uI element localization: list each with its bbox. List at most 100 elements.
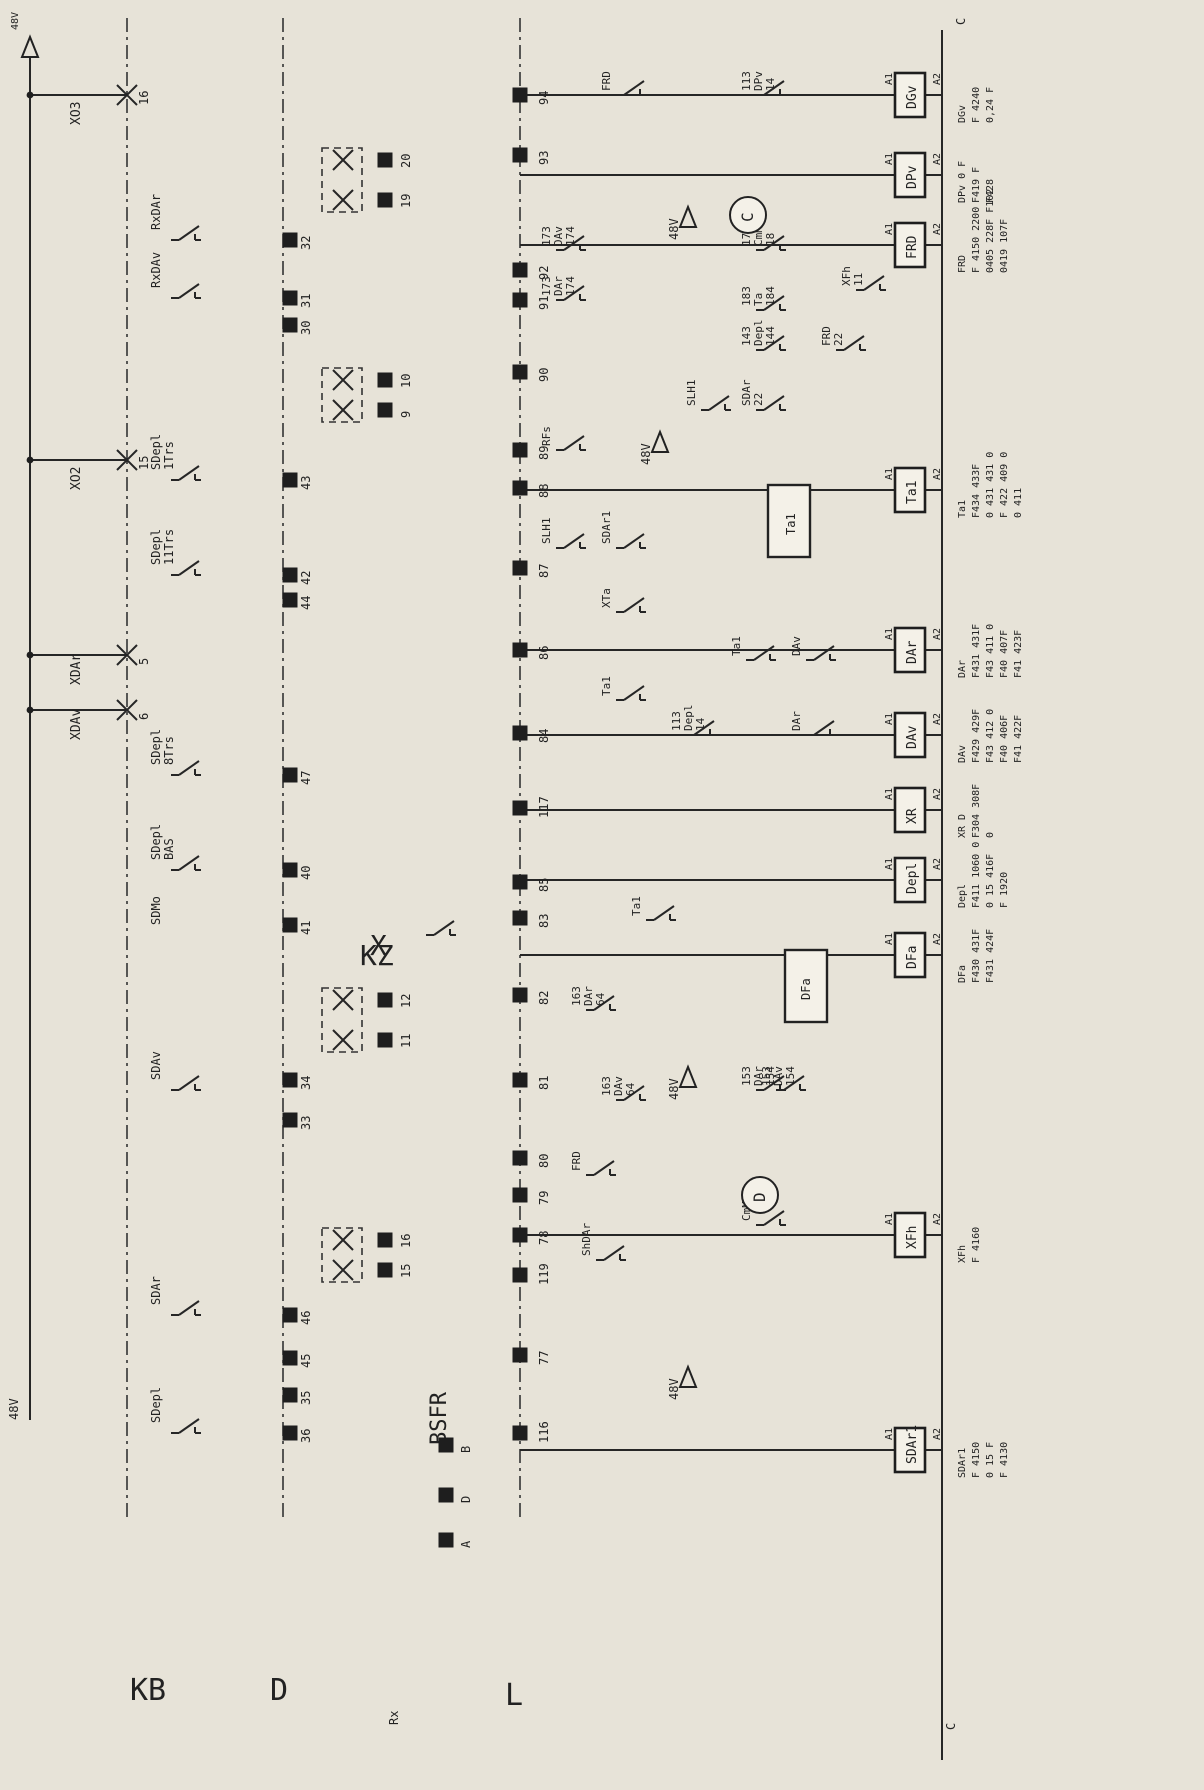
table-cell-DAr: F43 411 0 (985, 624, 996, 678)
terminal-kz-30 (282, 317, 298, 333)
table-cell-XFh: F 4160 (971, 1227, 982, 1263)
x-terminal-label: 10 (399, 374, 413, 388)
relay-coil-FRD (893, 221, 927, 269)
contact-mid (556, 533, 586, 549)
x-terminal-label: 19 (399, 194, 413, 208)
relay-coil-DAv (893, 711, 927, 759)
contact-mid (616, 1085, 646, 1101)
terminal-kz-32 (282, 232, 298, 248)
x-terminal (377, 1262, 393, 1278)
table-cell-XR: 0 (985, 832, 996, 838)
relay-coil-DPv (893, 151, 927, 199)
terminal-label-kz-41: 41 (299, 921, 313, 935)
x-terminal-mark (332, 1029, 354, 1051)
contact-label-mid: FRD22 (820, 326, 845, 346)
terminal-kz-40 (282, 862, 298, 878)
terminal-l-119 (512, 1267, 528, 1283)
x-terminal-label: 20 (399, 154, 413, 168)
coil-pin-a2: A2 (932, 1428, 943, 1440)
x-switch-label: XO2 (69, 467, 84, 490)
contact-label-mid: XTa (600, 588, 613, 608)
contact-label: RxDAr (149, 194, 163, 230)
terminal-label-kz-46: 46 (299, 1311, 313, 1325)
coil-pin-a1: A1 (884, 858, 895, 870)
terminal-l-91 (512, 292, 528, 308)
terminal-label-kz-40: 40 (299, 866, 313, 880)
table-cell-DAr: DAr (957, 660, 968, 678)
contact-mid (556, 285, 586, 301)
coil-pin-a2: A2 (932, 153, 943, 165)
contact-mid (806, 720, 836, 736)
x-terminal (377, 992, 393, 1008)
contact-label-mid: 173DAr174 (540, 276, 577, 296)
kb-switch-XO3 (116, 84, 138, 106)
relay-label-DAr: DAr (905, 640, 920, 664)
terminal-label-87: 87 (537, 564, 551, 578)
table-cell-SDAr1: F 4130 (999, 1442, 1010, 1478)
terminal-label-80: 80 (537, 1154, 551, 1168)
table-cell-FRD: F 4150 2200 (971, 207, 982, 273)
table-cell-DPv: DPv 0 F (957, 161, 968, 203)
x-terminal-mark (332, 1259, 354, 1281)
coil-pin-a1: A1 (884, 628, 895, 640)
table-cell-DGv: F 4240 (971, 87, 982, 123)
terminal-l-81 (512, 1072, 528, 1088)
coil-pin-a2: A2 (932, 933, 943, 945)
timer-dfa (783, 948, 829, 1024)
contact-SDepl-1Trs (171, 465, 201, 481)
coil-pin-a1: A1 (884, 223, 895, 235)
x-terminal-label: 16 (399, 1234, 413, 1248)
table-cell-FRD: 0419 107F (999, 219, 1010, 273)
relay-coil-Depl (893, 856, 927, 904)
terminal-label-82: 82 (537, 991, 551, 1005)
terminal-label-kz-45: 45 (299, 1354, 313, 1368)
terminal-label-119: 119 (537, 1263, 551, 1285)
contact-mid (586, 1160, 616, 1176)
relay-label-DFa: DFa (905, 946, 920, 969)
contact-label-mid: ShDAr (580, 1223, 593, 1256)
terminal-label-kz-32: 32 (299, 236, 313, 250)
contact-label-mid: SDAr22 (740, 379, 765, 406)
x-switch-number: 5 (137, 658, 151, 665)
bus-label-bsfr: BSFR (427, 1391, 452, 1445)
terminal-kz-36 (282, 1425, 298, 1441)
table-cell-SDAr1: F 4150 (971, 1442, 982, 1478)
contact-mid (686, 720, 716, 736)
table-cell-DFa: F430 431F (971, 929, 982, 983)
supply-label-left: 48V (7, 1398, 21, 1420)
terminal-label-kz-44: 44 (299, 596, 313, 610)
bsfr-terminal-A (438, 1532, 454, 1548)
table-cell-Ta1: Ta1 (957, 500, 968, 518)
table-cell-DAv: DAv (957, 745, 968, 763)
contact-label-mid: 183Ta184 (740, 286, 777, 306)
relay-coil-Ta1 (893, 466, 927, 514)
x-terminal (377, 192, 393, 208)
x-terminal (377, 372, 393, 388)
table-cell-DFa: DFa (957, 965, 968, 983)
table-cell-Ta1: 0 431 431 0 (985, 452, 996, 518)
coil-pin-a1: A1 (884, 713, 895, 725)
contact-mid (756, 235, 786, 251)
terminal-l-92 (512, 262, 528, 278)
terminal-label-94: 94 (537, 91, 551, 105)
contact-label: SDepl8Trs (149, 729, 176, 765)
relay-coil-DGv (893, 71, 927, 119)
kb-switch-XDAv (116, 699, 138, 721)
contact-label-mid: SLH1 (540, 518, 553, 545)
terminal-label-84: 84 (537, 729, 551, 743)
table-cell-Ta1: F 422 409 0 (999, 452, 1010, 518)
terminal-label-77: 77 (537, 1351, 551, 1365)
terminal-l-85 (512, 874, 528, 890)
bsfr-terminal-label: D (459, 1496, 473, 1503)
c-label-top: C (954, 18, 968, 25)
x-terminal-mark (332, 1229, 354, 1251)
terminal-kz-33 (282, 1112, 298, 1128)
supply-48v-arrow-icon (678, 1364, 698, 1388)
relay-label-SDAr1: SDAr1 (905, 1425, 920, 1464)
coil-pin-a2: A2 (932, 628, 943, 640)
circle-c (729, 196, 767, 234)
bsfr-terminal-B (438, 1437, 454, 1453)
terminal-label-92: 92 (537, 266, 551, 280)
relay-coil-XR (893, 786, 927, 834)
